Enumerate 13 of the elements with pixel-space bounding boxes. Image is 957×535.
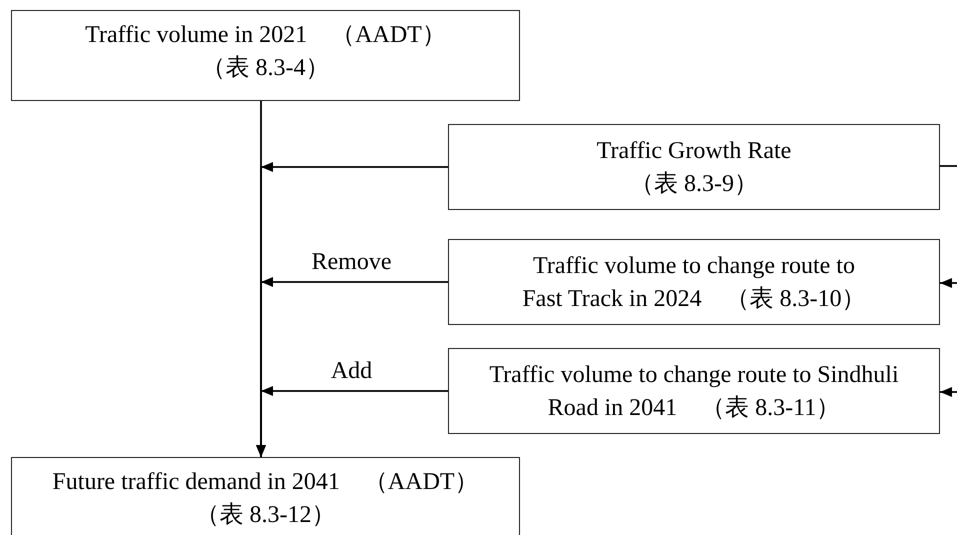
box-text: Traffic volume to change route to Fast Track in 2024 （表 8.3-10） [521,252,867,314]
box-text: （表 8.3-9） [630,170,758,199]
process-box [448,239,940,325]
box-text: Traffic Growth Rate [596,137,792,166]
box-text: （表 8.3-12） [196,501,336,530]
box-text: Traffic volume to change route to Sindhuli Road in 2041 （表 8.3-11） [488,361,900,423]
process-box [11,457,520,535]
box-text: （表 8.3-4） [202,54,330,83]
box-text: Traffic volume in 2021 （AADT） [85,21,446,50]
process-box [448,348,940,434]
box-text: Future traffic demand in 2041 （AADT） [52,468,479,497]
process-box [11,10,520,101]
process-box [448,124,940,210]
